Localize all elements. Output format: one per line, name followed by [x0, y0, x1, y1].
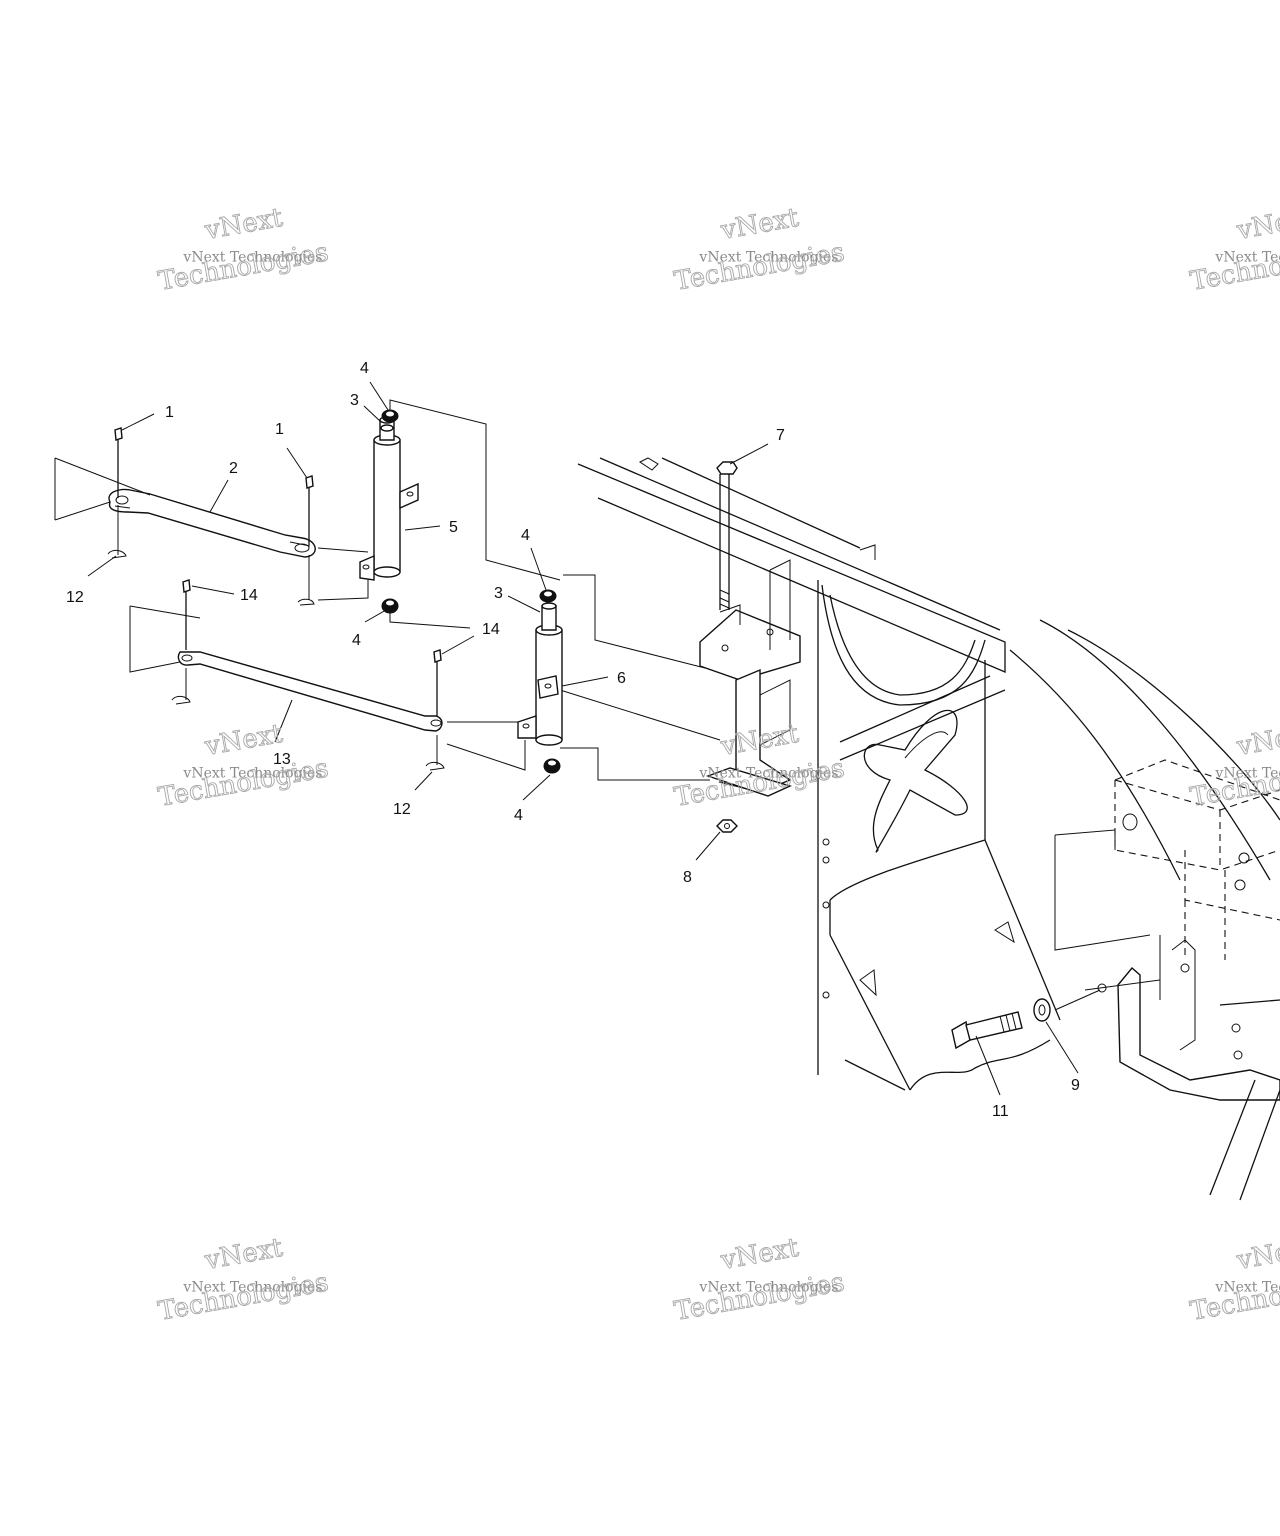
watermark-line1: vNext	[718, 719, 801, 762]
chassis-frame	[577, 457, 1280, 1091]
callout-2: 2	[229, 460, 238, 477]
pin-14-left	[182, 579, 191, 650]
callout-leaders	[87, 381, 1079, 1096]
watermark-line2: vNext Technologies	[1214, 250, 1280, 266]
watermark-4: vNext vNext Technologies Technologies	[156, 718, 332, 813]
watermark-line2: vNext Technologies	[182, 766, 322, 782]
watermark-line3: Technologies	[156, 753, 331, 812]
watermark-2: vNext vNext Technologies Technologies	[672, 202, 848, 297]
watermark-line2: vNext Technologies	[1214, 766, 1280, 782]
right-housing	[1054, 759, 1280, 1201]
watermark-line1: vNext	[718, 1233, 801, 1276]
watermark-line3: Technologies	[156, 237, 331, 296]
washer-9	[1033, 998, 1051, 1022]
bushing-4-bottom-6	[543, 758, 561, 774]
callout-4-upper-bottom: 4	[352, 632, 361, 649]
watermark-line1: vNext	[718, 203, 801, 246]
watermark-line1: vNext	[202, 1233, 285, 1276]
callout-1-left: 1	[165, 404, 174, 421]
callout-12-upper: 12	[66, 589, 84, 606]
callout-4-lower-bottom: 4	[514, 807, 523, 824]
watermark-line2: vNext Technologies	[182, 250, 322, 266]
watermark-6: vNext vNext Technologies Technologies	[1188, 718, 1280, 813]
watermark-line3: Technologies	[672, 1267, 847, 1326]
callout-3-upper: 3	[350, 392, 359, 409]
bolt-11	[951, 1011, 1023, 1050]
watermark-line3: Technologies	[672, 237, 847, 296]
pin-14-right	[433, 649, 442, 716]
watermark-line2: vNext Technologies	[698, 766, 838, 782]
bushing-3-top-5	[380, 424, 394, 432]
watermark-line3: Technologies	[156, 1267, 331, 1326]
mounting-bracket	[699, 544, 876, 797]
watermark-line1: vNext	[1234, 1233, 1280, 1276]
watermark-line2: vNext Technologies	[182, 1280, 322, 1296]
watermark-3: vNext vNext Technologies Technologies	[1188, 202, 1280, 297]
callout-7: 7	[776, 427, 785, 444]
lower-leader-lines	[129, 605, 721, 781]
watermark-line2: vNext Technologies	[698, 1280, 838, 1296]
cotter-12-lower-b	[425, 761, 445, 771]
watermark-9: vNext vNext Technologies Technologies	[1188, 1232, 1280, 1327]
watermark-line1: vNext	[1234, 719, 1280, 762]
watermark-line2: vNext Technologies	[698, 250, 838, 266]
callout-5: 5	[449, 519, 458, 536]
bushing-4-bottom-5	[381, 598, 399, 614]
watermark-1: vNext vNext Technologies Technologies	[156, 202, 332, 297]
callout-4-upper-top: 4	[360, 360, 369, 377]
cotter-12-lower-a	[171, 695, 191, 705]
callout-13: 13	[273, 751, 291, 768]
pin-1-right	[305, 475, 314, 545]
callout-12-lower: 12	[393, 801, 411, 818]
pin-1-left	[114, 427, 123, 498]
callout-9: 9	[1071, 1077, 1080, 1094]
callout-11: 11	[992, 1103, 1009, 1120]
bushing-4-top-5	[381, 409, 399, 423]
watermark-line2: vNext Technologies	[1214, 1280, 1280, 1296]
watermark-line1: vNext	[202, 203, 285, 246]
watermark-line3: Technologies	[1188, 237, 1280, 296]
callout-6: 6	[617, 670, 626, 687]
upper-leader-lines	[54, 399, 706, 669]
callout-8: 8	[683, 869, 692, 886]
callout-labels: 1 1 2 3 3 4 4 4 4 5 6 7 8 9 11 12 12 13 …	[66, 360, 1080, 1120]
rod-13	[177, 651, 443, 732]
rod-2	[108, 488, 316, 558]
watermark-8: vNext vNext Technologies Technologies	[672, 1232, 848, 1327]
cylinder-6	[517, 602, 563, 746]
bolt-7	[716, 461, 738, 610]
callout-3-lower: 3	[494, 585, 503, 602]
cylinder-5	[359, 416, 419, 581]
watermark-line3: Technologies	[1188, 1267, 1280, 1326]
callout-4-lower-top: 4	[521, 527, 530, 544]
cotter-12-upper-b	[297, 598, 315, 606]
cotter-12-upper-a	[107, 549, 127, 559]
bushing-4-top-6	[539, 589, 557, 603]
callout-1-right: 1	[275, 421, 284, 438]
watermark-line1: vNext	[1234, 203, 1280, 246]
watermark-7: vNext vNext Technologies Technologies	[156, 1232, 332, 1327]
callout-14-left: 14	[240, 587, 258, 604]
nut-8	[716, 819, 738, 833]
callout-14-right: 14	[482, 621, 500, 638]
